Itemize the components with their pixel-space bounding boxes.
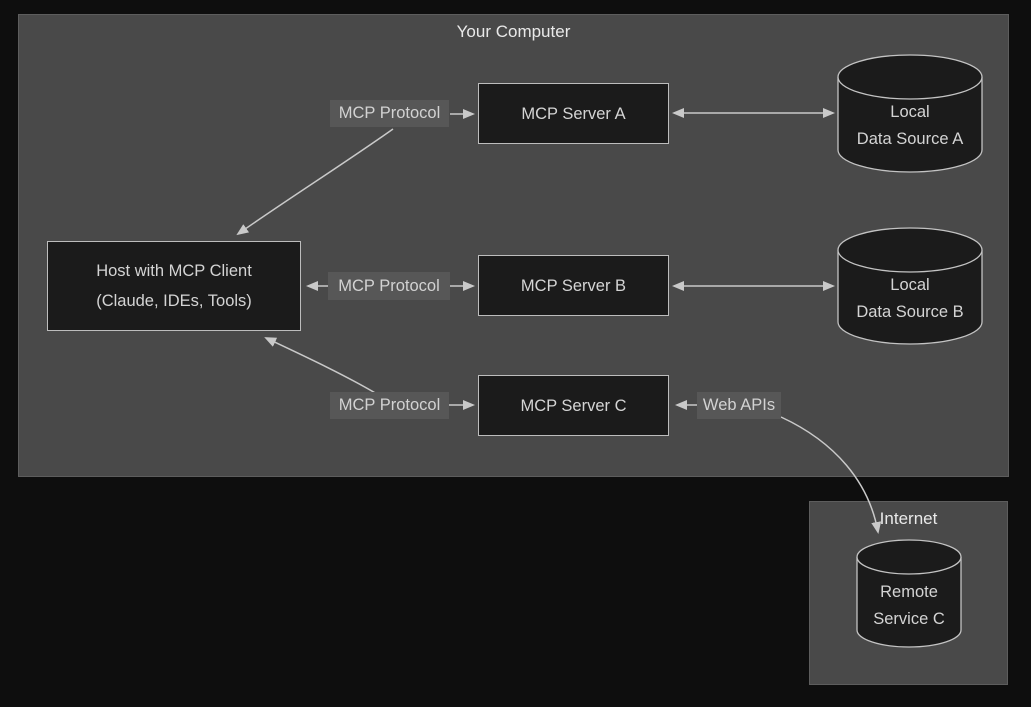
remote-service-c-line2: Service C [873, 610, 945, 628]
mcp-server-a-label: MCP Server A [521, 104, 626, 123]
mcp-protocol-label-c: MCP Protocol [330, 392, 449, 419]
data-source-a-label: Local Data Source A [838, 93, 982, 159]
mcp-server-a-node: MCP Server A [478, 83, 669, 144]
host-node: Host with MCP Client (Claude, IDEs, Tool… [47, 241, 301, 331]
host-node-line2: (Claude, IDEs, Tools) [96, 292, 252, 310]
remote-service-c-line1: Remote [880, 583, 938, 601]
data-source-a-line2: Data Source A [856, 130, 964, 148]
web-apis-label: Web APIs [697, 392, 781, 419]
your-computer-title: Your Computer [456, 22, 571, 41]
data-source-b-label: Local Data Source B [838, 266, 982, 332]
mcp-protocol-label-a: MCP Protocol [330, 100, 449, 127]
remote-service-c-label: Remote Service C [857, 576, 961, 636]
data-source-a-line1: Local [890, 103, 930, 121]
mcp-protocol-label-b: MCP Protocol [328, 272, 450, 300]
data-source-b-line1: Local [890, 276, 930, 294]
host-node-line1: Host with MCP Client [96, 262, 252, 280]
data-source-b-line2: Data Source B [856, 303, 964, 321]
mcp-server-b-label: MCP Server B [520, 276, 627, 295]
mcp-server-c-label: MCP Server C [520, 396, 627, 415]
mcp-server-c-node: MCP Server C [478, 375, 669, 436]
internet-title: Internet [879, 509, 938, 528]
mcp-server-b-node: MCP Server B [478, 255, 669, 316]
